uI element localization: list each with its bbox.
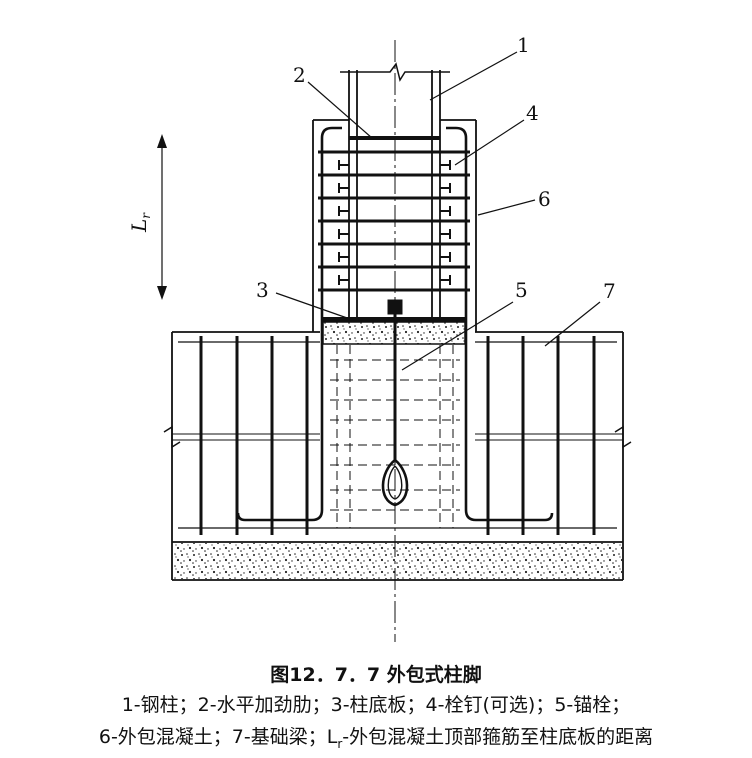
legend-line-2-pre: 6-外包混凝土；7-基础梁；L bbox=[98, 726, 338, 748]
column-longitudinal-bars bbox=[236, 126, 554, 522]
legend-line-1: 1-钢柱；2-水平加劲肋；3-柱底板；4-栓钉(可选)；5-锚栓； bbox=[121, 694, 631, 716]
label-7: 7 bbox=[603, 279, 616, 303]
figure-title: 图12．7．7 外包式柱脚 bbox=[270, 664, 482, 686]
steel-column bbox=[340, 62, 450, 320]
lr-dimension-arrow bbox=[157, 134, 167, 300]
leader-lines bbox=[275, 51, 601, 371]
beam-stirrups bbox=[199, 336, 596, 535]
column-base-diagram: Lr 1 2 4 6 3 5 7 bbox=[127, 33, 632, 642]
legend-line-2-post: -外包混凝土顶部箍筋至柱底板的距离 bbox=[342, 726, 654, 748]
break-marks bbox=[163, 425, 632, 449]
foundation-beam bbox=[171, 331, 624, 581]
label-5: 5 bbox=[515, 278, 528, 302]
column-stirrups bbox=[318, 150, 470, 292]
horizontal-stiffener bbox=[349, 136, 440, 140]
lean-concrete-layer bbox=[173, 543, 622, 579]
label-1: 1 bbox=[517, 33, 530, 57]
legend-line-2-sub: r bbox=[337, 736, 343, 751]
lr-label: Lr bbox=[127, 212, 153, 233]
shear-studs bbox=[338, 160, 451, 285]
encased-concrete bbox=[312, 119, 477, 332]
label-6: 6 bbox=[538, 187, 551, 211]
label-4: 4 bbox=[526, 101, 539, 125]
label-2: 2 bbox=[293, 63, 306, 87]
legend-line-2: 6-外包混凝土；7-基础梁；Lr-外包混凝土顶部箍筋至柱底板的距离 bbox=[0, 722, 752, 751]
label-3: 3 bbox=[256, 278, 269, 302]
